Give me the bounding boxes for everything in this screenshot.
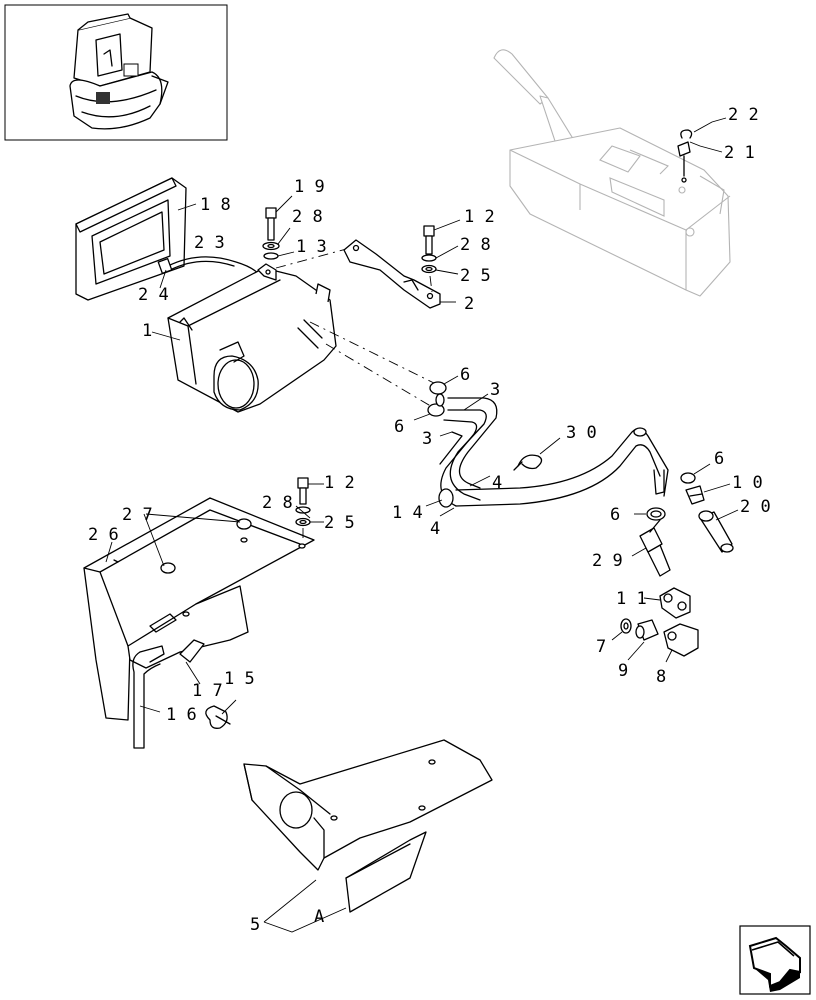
callout-21: 2 1 <box>724 143 755 163</box>
callout-9: 9 <box>618 661 628 681</box>
callout-A: A <box>314 907 324 927</box>
callout-28-upper: 2 8 <box>292 207 323 227</box>
clamp-6a <box>429 381 447 395</box>
callout-15: 1 5 <box>224 669 255 689</box>
callout-22: 2 2 <box>728 105 759 125</box>
callout-29: 2 9 <box>592 551 623 571</box>
clamp-6b <box>427 403 445 417</box>
callout-16: 1 6 <box>166 705 197 725</box>
washer-28b <box>421 254 437 262</box>
elbow-11 <box>659 587 691 619</box>
callout-6-d: 6 <box>610 505 620 525</box>
washer-25b <box>295 517 311 527</box>
callout-1: 1 <box>142 321 152 341</box>
callout-27: 2 7 <box>122 505 153 525</box>
bracket-2 <box>343 239 441 309</box>
elbow-8 <box>663 623 699 657</box>
clamp-6d <box>646 507 666 521</box>
callout-8: 8 <box>656 667 666 687</box>
callout-4-b: 4 <box>430 519 440 539</box>
callout-12-lower: 1 2 <box>324 473 355 493</box>
clamp-30 <box>513 454 543 471</box>
callout-11: 1 1 <box>616 589 647 609</box>
cab-overview-icon[interactable] <box>4 4 228 141</box>
adapter-20 <box>698 510 734 553</box>
callout-13: 1 3 <box>296 237 327 257</box>
callout-28-right: 2 8 <box>460 235 491 255</box>
callout-28-lower: 2 8 <box>262 493 293 513</box>
washer-7 <box>620 618 632 634</box>
callout-6-b: 6 <box>394 417 404 437</box>
bolt-19 <box>265 207 277 241</box>
callout-5: 5 <box>250 915 260 935</box>
callout-12-upper: 1 2 <box>464 207 495 227</box>
callout-25-upper: 2 5 <box>460 266 491 286</box>
next-page-arrow-icon[interactable] <box>739 925 811 995</box>
callout-18: 1 8 <box>200 195 231 215</box>
callout-7: 7 <box>596 637 606 657</box>
callout-10: 1 0 <box>732 473 763 493</box>
callout-3-b: 3 <box>422 429 432 449</box>
tap-29 <box>639 519 671 577</box>
callout-24: 2 4 <box>138 285 169 305</box>
heater-pipes-3-4 <box>435 393 669 508</box>
callout-20: 2 0 <box>740 497 771 517</box>
fitting-21 <box>677 141 691 183</box>
filter-frame-18 <box>75 177 187 301</box>
hose-16 <box>132 645 165 749</box>
heater-unit-1 <box>167 263 337 413</box>
callout-6-a: 6 <box>460 365 470 385</box>
callout-3-a: 3 <box>490 380 500 400</box>
callout-4-a: 4 <box>492 473 502 493</box>
console-reference-ghost <box>493 49 731 297</box>
callout-30: 3 0 <box>566 423 597 443</box>
bracket-5 <box>243 739 493 871</box>
fitting-10 <box>685 485 705 505</box>
hose-17 <box>179 639 205 663</box>
clamp-6c <box>680 472 696 484</box>
callout-6-c: 6 <box>714 449 724 469</box>
plate-A <box>345 831 427 913</box>
callout-17: 1 7 <box>192 681 223 701</box>
callout-26: 2 6 <box>88 525 119 545</box>
callout-23: 2 3 <box>194 233 225 253</box>
callout-14: 1 4 <box>392 503 423 523</box>
bolt-12b <box>297 477 309 505</box>
callout-2: 2 <box>464 294 474 314</box>
nipple-9 <box>635 619 659 641</box>
washer-28a <box>262 241 280 251</box>
callout-25-lower: 2 5 <box>324 513 355 533</box>
callout-19: 1 9 <box>294 177 325 197</box>
washer-13 <box>263 252 279 260</box>
clip-22 <box>680 129 693 139</box>
clip-15 <box>205 705 231 729</box>
washer-25a <box>421 264 437 274</box>
bolt-12a <box>423 225 435 255</box>
